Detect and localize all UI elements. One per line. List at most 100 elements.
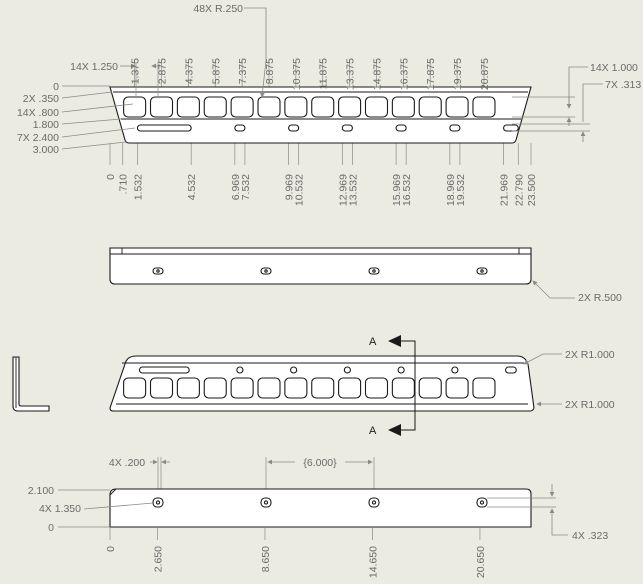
top-x-label-1: 1.375 bbox=[130, 58, 142, 84]
window-4 bbox=[203, 96, 227, 118]
iso-window-10 bbox=[364, 377, 389, 399]
bottom-x-label-12: 16.532 bbox=[401, 174, 413, 206]
window-12 bbox=[418, 96, 442, 118]
iso-view-windows bbox=[123, 377, 496, 399]
window-3 bbox=[176, 96, 200, 118]
y-dim-2: 14X .800 bbox=[17, 107, 59, 119]
right-note-14x: 14X 1.000 bbox=[590, 62, 638, 74]
y-dim-3: 1.800 bbox=[33, 119, 59, 131]
front-hole-1 bbox=[152, 497, 164, 508]
front-view-holes bbox=[152, 497, 488, 508]
front-hole-3 bbox=[368, 497, 380, 508]
iso-window-5 bbox=[230, 377, 254, 399]
spacing-note: {6.000} bbox=[303, 457, 337, 469]
top-x-label-6: 8.875 bbox=[264, 58, 276, 84]
window-6 bbox=[257, 96, 281, 118]
slot-2 bbox=[234, 124, 246, 132]
window-2 bbox=[149, 96, 174, 118]
top-x-label-12: 17.875 bbox=[425, 58, 437, 90]
iso-slot-1 bbox=[138, 366, 190, 374]
window-1 bbox=[123, 96, 147, 118]
iso-view-outline bbox=[109, 355, 535, 412]
front-x-label-3: 8.650 bbox=[260, 546, 272, 572]
side-view-outline bbox=[109, 247, 532, 285]
window-8 bbox=[311, 96, 335, 118]
section-label-top: A bbox=[369, 336, 377, 348]
front-x-label-1: 0 bbox=[105, 546, 117, 552]
bottom-x-label-14: 19.532 bbox=[455, 174, 467, 206]
bottom-x-label-17: 23.500 bbox=[526, 174, 538, 206]
iso-window-1 bbox=[123, 377, 147, 399]
iso-window-2 bbox=[149, 377, 174, 399]
hole-note: 4X .200 bbox=[109, 457, 145, 469]
side-hole-1 bbox=[152, 267, 164, 275]
slot-3 bbox=[288, 124, 300, 132]
front-hole-4 bbox=[476, 497, 488, 508]
iso-view: A A 2X R1.000 2X R1.000 bbox=[12, 335, 615, 437]
y-dim-5: 3.000 bbox=[33, 144, 59, 156]
iso-window-7 bbox=[284, 377, 308, 399]
bottom-x-label-13: 18.969 bbox=[445, 174, 457, 206]
iso-window-6 bbox=[257, 377, 281, 399]
bottom-x-label-5: 6.969 bbox=[230, 174, 242, 200]
iso-slot-6 bbox=[451, 366, 459, 374]
front-y-dim-1: 4X 1.350 bbox=[39, 503, 81, 515]
iso-radius-note-bottom: 2X R1.000 bbox=[565, 399, 615, 411]
iso-slot-4 bbox=[343, 366, 351, 374]
top-x-label-13: 19.375 bbox=[452, 58, 464, 90]
iso-window-13 bbox=[445, 377, 469, 399]
iso-window-3 bbox=[176, 377, 200, 399]
side-view-holes bbox=[152, 267, 488, 275]
bottom-x-label-15: 21.969 bbox=[499, 174, 511, 206]
iso-window-8 bbox=[311, 377, 335, 399]
iso-slot-3 bbox=[290, 366, 298, 374]
bottom-x-label-7: 9.969 bbox=[284, 174, 296, 200]
front-view-x-extension-lines bbox=[109, 527, 481, 540]
top-view-y-leaders bbox=[61, 85, 136, 150]
side-radius-note: 2X R.500 bbox=[578, 292, 622, 304]
slot-4 bbox=[341, 124, 353, 132]
front-right-note: 4X .323 bbox=[572, 530, 608, 542]
iso-window-4 bbox=[203, 377, 227, 399]
front-y-dim-2: 0 bbox=[48, 522, 54, 534]
front-x-label-2: 2.650 bbox=[152, 546, 164, 572]
side-hole-3 bbox=[368, 267, 380, 275]
front-x-label-4: 14.650 bbox=[367, 546, 379, 578]
radius-note-48x: 48X R.250 bbox=[193, 3, 243, 15]
front-hole-2 bbox=[260, 497, 272, 508]
front-view: 4X .200 {6.000} 2.100 4X 1.350 0 4X bbox=[28, 457, 608, 578]
window-10 bbox=[364, 96, 389, 118]
top-x-label-7: 10.375 bbox=[291, 58, 303, 90]
iso-view-slots bbox=[138, 366, 517, 374]
front-view-x-labels: 0 2.650 8.650 14.650 20.650 bbox=[105, 546, 487, 578]
y-dim-1: 2X .350 bbox=[23, 93, 59, 105]
bottom-x-label-4: 4.532 bbox=[186, 174, 198, 200]
side-hole-2 bbox=[260, 267, 272, 275]
slot-5 bbox=[395, 124, 407, 132]
slot-1 bbox=[136, 124, 192, 132]
front-x-label-5: 20.650 bbox=[475, 546, 487, 578]
end-profile bbox=[12, 356, 50, 412]
iso-slot-5 bbox=[397, 366, 405, 374]
window-5 bbox=[230, 96, 254, 118]
top-view-outline bbox=[109, 86, 532, 144]
window-9 bbox=[338, 96, 362, 118]
iso-slot-2 bbox=[236, 366, 244, 374]
top-x-label-10: 14.875 bbox=[371, 58, 383, 90]
side-view: 2X R.500 bbox=[109, 247, 622, 304]
top-x-label-2: 2.875 bbox=[157, 58, 169, 84]
window-14 bbox=[472, 96, 496, 118]
section-label-bottom: A bbox=[369, 425, 377, 437]
top-x-label-9: 13.375 bbox=[345, 58, 357, 90]
front-view-outline bbox=[109, 488, 532, 528]
top-view-slots bbox=[136, 124, 519, 132]
bottom-x-label-8: 10.532 bbox=[294, 174, 306, 206]
iso-window-9 bbox=[338, 377, 362, 399]
y-dim-0: 0 bbox=[53, 81, 59, 93]
window-7 bbox=[284, 96, 308, 118]
bottom-x-label-16: 22.790 bbox=[513, 174, 525, 206]
side-hole-4 bbox=[476, 267, 488, 275]
top-x-label-4: 5.875 bbox=[210, 58, 222, 84]
